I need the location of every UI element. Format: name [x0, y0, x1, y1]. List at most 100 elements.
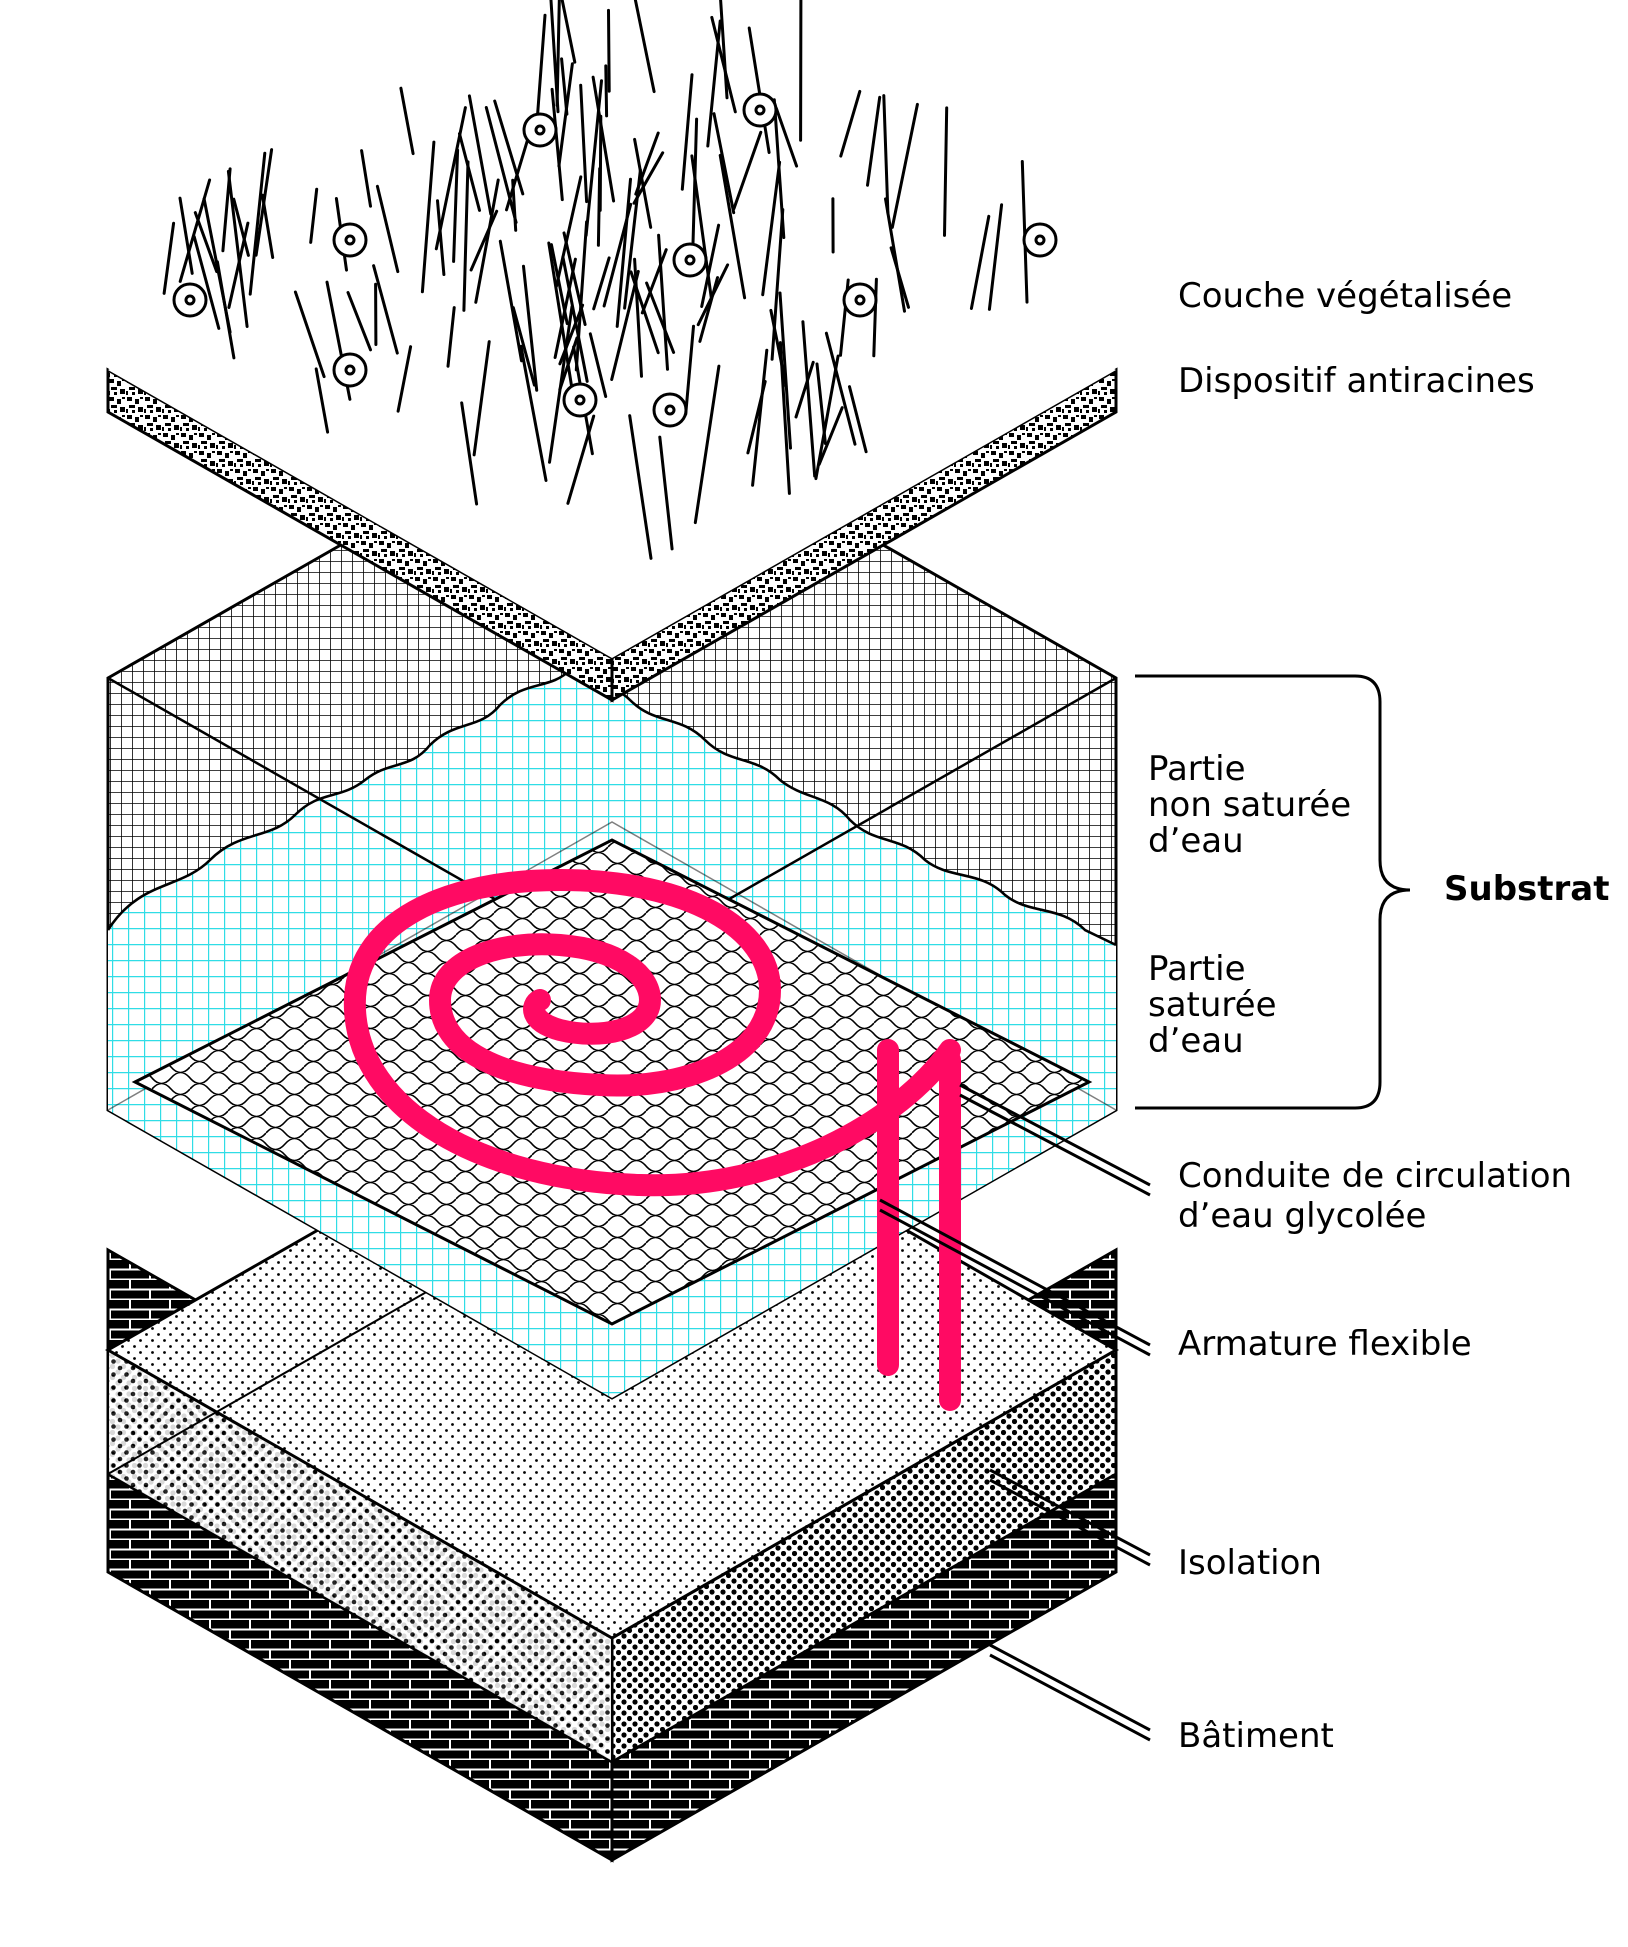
grass-blade [226, 169, 249, 328]
grass-blade [178, 178, 212, 283]
grass-blade [162, 221, 176, 295]
grass-blade [202, 197, 232, 334]
grass-blade [839, 278, 850, 357]
flower-icon [562, 382, 598, 418]
grass-blade [446, 306, 456, 368]
grass-blade [550, 87, 564, 202]
grass-blade [778, 341, 791, 495]
grass-blade [778, 291, 792, 450]
grass-blade [774, 106, 799, 168]
grass-blade [396, 345, 413, 413]
grass-blade [751, 348, 769, 487]
flower-icon [522, 112, 558, 148]
grass-blade [434, 106, 467, 251]
grass-blade [452, 148, 460, 263]
label-unsaturated-1: Partie [1148, 749, 1245, 789]
grass-blade [460, 401, 479, 506]
label-saturated-1: Partie [1148, 949, 1245, 989]
flower-center-icon [1034, 234, 1046, 246]
grass-blade [519, 344, 548, 482]
grass-blade [890, 102, 919, 229]
grass-blade [718, 153, 747, 300]
label-glycol-pipe-1: Conduite de circulation [1178, 1156, 1572, 1196]
flower-icon [672, 242, 708, 278]
grass-blade [815, 362, 827, 445]
flower-center-icon [754, 104, 766, 116]
grass-blade [607, 8, 611, 93]
label-unsaturated-2: non saturée [1148, 785, 1351, 825]
grass-blade [634, 131, 660, 196]
grass-blade [561, 255, 589, 383]
grass-blade [511, 306, 536, 387]
grass-blade [817, 406, 844, 466]
grass-blade [615, 177, 632, 328]
grass-blade [558, 336, 579, 392]
grass-blade [360, 149, 372, 208]
grass-blade [535, 13, 547, 131]
grass-blade [839, 89, 862, 158]
grass-blade [645, 281, 676, 354]
grass-blade [232, 197, 250, 257]
grass-blade [680, 73, 694, 191]
grass-blade [761, 160, 782, 297]
grass-blade [467, 94, 493, 216]
flower-center-icon [344, 364, 356, 376]
mesh-leader [879, 1198, 1151, 1357]
insulation-leader [989, 1468, 1151, 1567]
grass-blade [498, 239, 523, 363]
label-root-barrier: Dispositif antiracines [1178, 361, 1535, 401]
grass-blade [560, 0, 577, 64]
grass-blade [193, 211, 219, 274]
grass-blade [472, 340, 491, 457]
flower-icon [842, 282, 878, 318]
grass-blade [658, 435, 674, 551]
label-saturated-2: saturée [1148, 985, 1277, 1025]
flower-center-icon [574, 394, 586, 406]
glycol-pipe [343, 869, 961, 1411]
grass-blade [293, 290, 326, 379]
grass-blade [549, 243, 569, 326]
grass-blade [584, 79, 603, 237]
flower-icon [652, 392, 688, 428]
grass-blade [596, 167, 602, 247]
grass-blade [372, 264, 399, 355]
grass-blade [254, 148, 274, 257]
grass-blade [640, 248, 668, 315]
grass-blade [522, 264, 539, 392]
grass-blade [592, 256, 611, 311]
grass-blade [657, 233, 669, 371]
flower-icon [172, 282, 208, 318]
grass-blade [178, 196, 194, 275]
grass-blade [309, 187, 319, 244]
grass-blade [969, 214, 991, 310]
flower-center-icon [854, 294, 866, 306]
grass-blade [346, 291, 372, 352]
grass-blade [588, 332, 608, 398]
grass-blade [221, 167, 232, 253]
grass-blade [872, 277, 878, 358]
label-building: Bâtiment [1178, 1716, 1334, 1756]
grass-blade [399, 86, 415, 156]
flower-icon [332, 222, 368, 258]
leader-lines [879, 674, 1411, 1742]
grass-blade [884, 197, 906, 313]
grass-blade [484, 106, 518, 224]
vegetation-layer [162, 0, 1058, 560]
grass-blade [882, 94, 890, 215]
grass-blade [557, 62, 574, 168]
grass-blade [579, 83, 589, 204]
grass-blade [549, 0, 560, 114]
grass-blade [987, 203, 1004, 311]
grass-blade [628, 414, 653, 560]
grass-blade [314, 367, 330, 434]
label-vegetated-layer: Couche végétalisée [1178, 276, 1512, 316]
grass-blade [436, 199, 446, 276]
grass-blade [633, 257, 643, 378]
grass-blade [706, 19, 722, 148]
root-barrier-top-face [108, 82, 1116, 658]
grass-blade [824, 331, 857, 446]
label-substrate: Substrat [1444, 869, 1609, 909]
flower-center-icon [344, 234, 356, 246]
grass-blade [420, 140, 436, 294]
